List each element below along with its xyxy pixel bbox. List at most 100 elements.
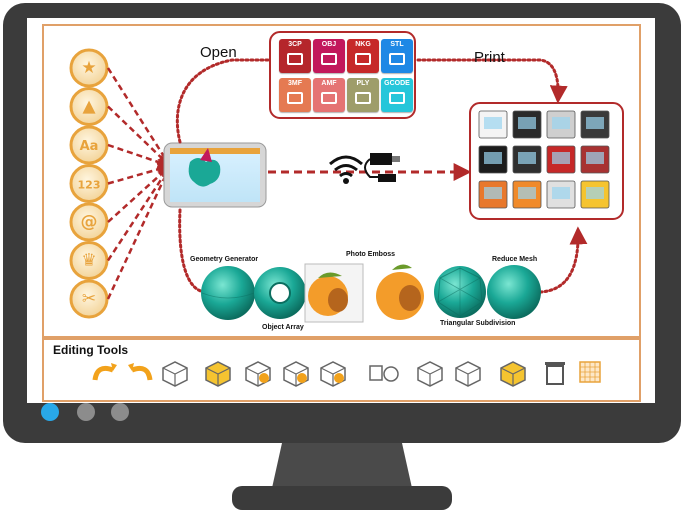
undo-icon[interactable]	[128, 363, 153, 381]
svg-text:✂: ✂	[82, 289, 96, 309]
subdivided-sphere	[434, 266, 486, 318]
redo-icon[interactable]	[92, 363, 117, 381]
at-icon[interactable]: @	[69, 202, 109, 242]
object-array-torus	[254, 267, 306, 319]
bottom-connector-left	[178, 208, 207, 294]
box-filled-icon[interactable]	[205, 361, 231, 387]
printer-image[interactable]	[546, 110, 576, 139]
split-boxes-icon[interactable]	[455, 361, 481, 387]
geometry-generator-label: Geometry Generator	[190, 256, 259, 263]
file-format-label: PLY	[356, 80, 370, 87]
svg-text:Aa: Aa	[80, 139, 99, 154]
file-format-3cp[interactable]: 3CP	[279, 39, 311, 73]
file-format-label: 3MF	[288, 80, 302, 87]
file-format-label: AMF	[321, 80, 337, 87]
file-format-nkg[interactable]: NKG	[347, 39, 379, 73]
wifi-icon	[329, 155, 363, 184]
trash-icon[interactable]	[545, 362, 565, 385]
document-icon	[355, 53, 371, 65]
file-format-label: 3CP	[288, 41, 302, 48]
svg-text:123: 123	[78, 179, 101, 192]
file-format-label: OBJ	[321, 41, 337, 48]
side-connector-line	[106, 163, 172, 262]
grid-icon[interactable]	[579, 361, 601, 383]
bottom-connector-right	[538, 226, 588, 294]
open-connector	[175, 58, 270, 144]
file-format-stl[interactable]: STL	[381, 39, 413, 73]
geometry-sphere	[201, 266, 255, 320]
crown-icon[interactable]: ♛	[69, 241, 109, 280]
document-icon	[321, 53, 337, 65]
box-colored-icon[interactable]	[500, 361, 526, 387]
document-icon	[389, 53, 405, 65]
side-connector-line	[107, 163, 173, 223]
file-format-ply[interactable]: PLY	[347, 78, 379, 112]
numbers-icon[interactable]: 123	[69, 164, 109, 203]
svg-text:▲: ▲	[82, 97, 96, 117]
svg-text:♛: ♛	[81, 251, 96, 271]
document-icon	[355, 92, 371, 104]
file-format-label: STL	[390, 41, 404, 48]
svg-text:★: ★	[81, 58, 96, 78]
svg-text:@: @	[81, 212, 98, 232]
editing-tool-row	[92, 361, 601, 387]
file-format-label: NKG	[355, 41, 371, 48]
printer-image[interactable]	[512, 110, 542, 139]
triangular-subdivision-label: Triangular Subdivision	[440, 320, 516, 327]
control-dot-gray[interactable]	[111, 403, 129, 421]
tablet-model-shape	[188, 158, 221, 187]
editing-tools-label: Editing Tools	[53, 343, 129, 357]
print-label: Print	[474, 49, 505, 66]
monitor-stand-base	[232, 486, 452, 510]
box-transform-icon[interactable]	[320, 361, 346, 387]
pyramid-icon[interactable]: ▲	[69, 87, 109, 126]
printer-image[interactable]	[478, 180, 508, 209]
box-add-icon[interactable]	[245, 361, 271, 387]
document-icon	[287, 92, 303, 104]
printer-image[interactable]	[580, 110, 610, 139]
shape-primitives-icon[interactable]	[369, 365, 399, 382]
side-icon-column: ★ ▲ Aa 123 @ ♛ ✂	[69, 48, 109, 319]
apricot-emboss	[376, 264, 424, 320]
usb-cable-icon	[364, 153, 400, 182]
printer-image[interactable]	[546, 145, 576, 174]
apricot-photo	[304, 263, 364, 323]
reduce-mesh-label: Reduce Mesh	[492, 256, 538, 263]
top-panel-border	[42, 24, 641, 338]
side-connectors	[106, 67, 173, 300]
star-icon[interactable]: ★	[69, 48, 109, 88]
file-format-gcode[interactable]: GCODE	[381, 78, 413, 112]
place-on-plane-icon[interactable]	[417, 361, 443, 387]
box-outline-icon[interactable]	[162, 361, 188, 387]
document-icon	[389, 92, 405, 104]
tools-icon[interactable]: ✂	[69, 279, 109, 319]
printer-image[interactable]	[580, 145, 610, 174]
printer-grid	[478, 110, 610, 209]
open-label: Open	[200, 44, 237, 61]
printer-image[interactable]	[478, 145, 508, 174]
document-icon	[321, 92, 337, 104]
file-format-label: GCODE	[384, 80, 410, 87]
file-format-amf[interactable]: AMF	[313, 78, 345, 112]
file-format-obj[interactable]: OBJ	[313, 39, 345, 73]
print-connector	[416, 58, 568, 104]
printer-image[interactable]	[546, 180, 576, 209]
file-format-3mf[interactable]: 3MF	[279, 78, 311, 112]
control-dot-gray[interactable]	[77, 403, 95, 421]
monitor-stand-neck	[272, 443, 412, 488]
box-select-icon[interactable]	[283, 361, 309, 387]
printer-image[interactable]	[512, 145, 542, 174]
tablet-device	[163, 142, 267, 208]
object-array-label: Object Array	[262, 324, 304, 331]
printer-image[interactable]	[478, 110, 508, 139]
power-dot-blue[interactable]	[41, 403, 59, 421]
printer-image[interactable]	[512, 180, 542, 209]
document-icon	[287, 53, 303, 65]
side-connector-line	[106, 163, 172, 300]
text-icon[interactable]: Aa	[69, 125, 109, 165]
printer-image[interactable]	[580, 180, 610, 209]
editing-tools-panel-border	[42, 338, 641, 402]
reduce-mesh-sphere	[487, 265, 541, 319]
photo-emboss-label: Photo Emboss	[346, 251, 396, 258]
